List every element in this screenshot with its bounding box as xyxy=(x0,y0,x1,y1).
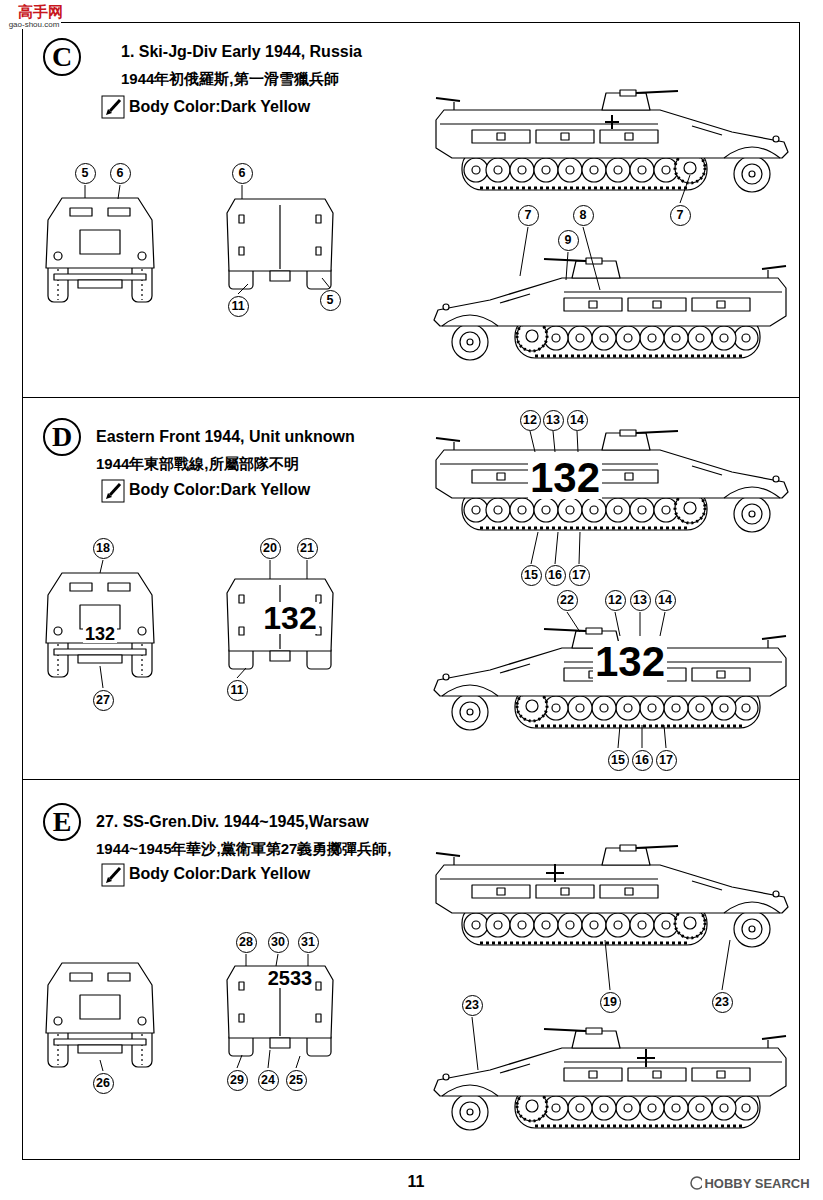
scheme-letter-circle: D xyxy=(43,418,81,456)
marking-scheme-title: 27. SS-Gren.Div. 1944~1945,Warsaw xyxy=(96,813,369,831)
scheme-letter-circle: C xyxy=(43,38,81,76)
callout-number: 22 xyxy=(557,590,578,611)
callout-number: 17 xyxy=(656,750,677,771)
callout-number: 6 xyxy=(110,163,131,184)
callout-number: 27 xyxy=(93,690,114,711)
callout-number: 21 xyxy=(297,538,318,559)
marking-scheme-title-chinese: 1944~1945年華沙,黨衛軍第27義勇擲彈兵師, xyxy=(96,840,392,857)
callout-number: 26 xyxy=(93,1073,114,1094)
vehicle-marking: 132 xyxy=(83,625,117,643)
callout-number: 23 xyxy=(712,992,733,1013)
vehicle-marking: 2533 xyxy=(266,968,315,988)
callout-number: 24 xyxy=(258,1070,279,1091)
scheme-letter: C xyxy=(52,43,72,71)
callout-number: 19 xyxy=(600,992,621,1013)
callout-number: 31 xyxy=(298,932,319,953)
callout-number: 15 xyxy=(608,750,629,771)
callout-number: 7 xyxy=(670,205,691,226)
vehicle-marking: 132 xyxy=(528,457,602,499)
scheme-letter: E xyxy=(53,808,72,836)
marking-scheme-title: Eastern Front 1944, Unit unknown xyxy=(96,428,355,446)
callout-number: 23 xyxy=(462,995,483,1016)
vehicle-marking: 132 xyxy=(261,602,318,634)
callout-number: 16 xyxy=(632,750,653,771)
scheme-letter-circle: E xyxy=(43,803,81,841)
callout-number: 9 xyxy=(558,230,579,251)
callout-number: 6 xyxy=(232,163,253,184)
callout-number: 11 xyxy=(227,680,248,701)
scheme-letter: D xyxy=(52,423,72,451)
body-color-note: Body Color:Dark Yellow xyxy=(129,481,310,499)
scheme-panel: D Eastern Front 1944, Unit unknown 1944年東部… xyxy=(22,398,800,780)
marking-scheme-title-chinese: 1944年東部戰線,所屬部隊不明 xyxy=(96,455,299,472)
callout-number: 12 xyxy=(605,590,626,611)
body-color-note: Body Color:Dark Yellow xyxy=(129,865,310,883)
callout-number: 29 xyxy=(227,1070,248,1091)
callout-number: 11 xyxy=(228,296,249,317)
callout-number: 13 xyxy=(630,590,651,611)
callout-number: 17 xyxy=(569,565,590,586)
body-color-note: Body Color:Dark Yellow xyxy=(129,98,310,116)
callout-number: 12 xyxy=(520,410,541,431)
scheme-panel: E 27. SS-Gren.Div. 1944~1945,Warsaw 1944~1… xyxy=(22,780,800,1160)
watermark: HOBBY SEARCH xyxy=(702,1177,811,1190)
callout-number: 14 xyxy=(655,590,676,611)
callout-number: 18 xyxy=(93,538,114,559)
callout-number: 20 xyxy=(260,538,281,559)
marking-scheme-title-chinese: 1944年初俄羅斯,第一滑雪獵兵師 xyxy=(121,70,339,87)
vehicle-marking: 132 xyxy=(593,641,667,683)
callout-number: 5 xyxy=(320,290,341,311)
callout-number: 28 xyxy=(236,932,257,953)
page-number: 11 xyxy=(406,1174,427,1190)
callout-number: 16 xyxy=(545,565,566,586)
watermark: 高手网 xyxy=(16,4,65,19)
callout-number: 7 xyxy=(518,205,539,226)
callout-number: 8 xyxy=(573,205,594,226)
callout-number: 5 xyxy=(75,163,96,184)
watermark: gao-shou.com xyxy=(7,21,62,29)
callout-number: 25 xyxy=(286,1070,307,1091)
callout-number: 14 xyxy=(567,410,588,431)
marking-scheme-title: 1. Ski-Jg-Div Early 1944, Russia xyxy=(121,43,362,61)
callout-number: 15 xyxy=(521,565,542,586)
callout-number: 30 xyxy=(268,932,289,953)
callout-number: 13 xyxy=(543,410,564,431)
